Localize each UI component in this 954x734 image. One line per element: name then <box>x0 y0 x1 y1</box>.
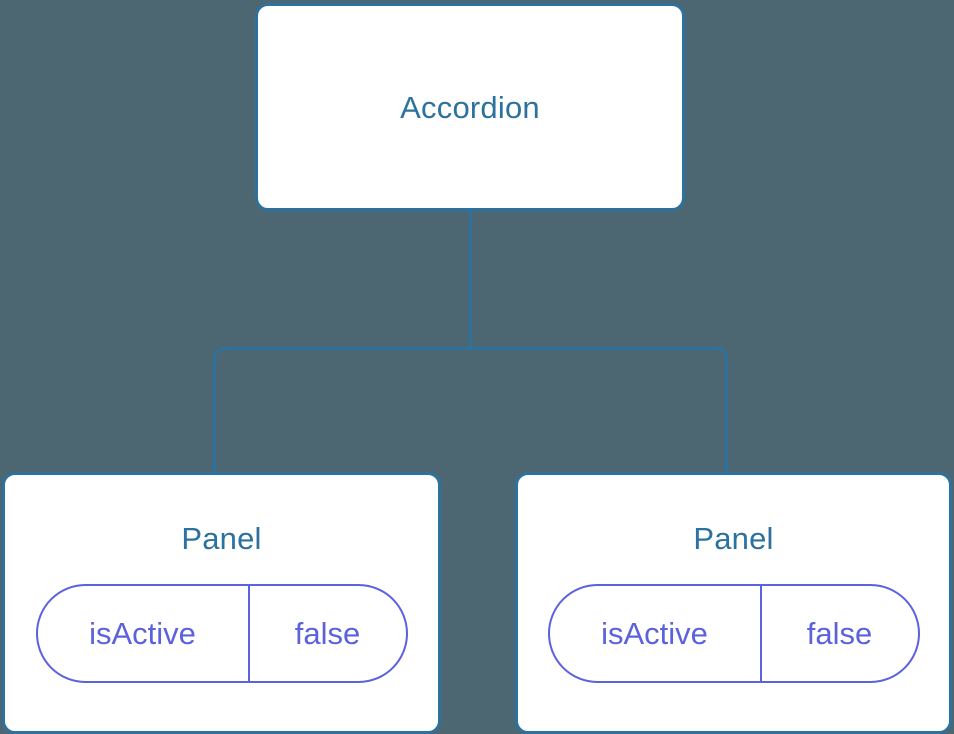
node-panel-0[interactable]: Panel isActive false <box>2 472 441 734</box>
node-panel-1-title: Panel <box>693 521 774 556</box>
node-panel-1-state-badge[interactable]: isActive false <box>547 584 920 683</box>
edge-to-panel-1 <box>470 347 728 474</box>
node-panel-1-state-value: false <box>806 616 873 651</box>
edge-to-panel-0 <box>213 347 471 474</box>
node-panel-0-state-key: isActive <box>38 586 250 681</box>
node-accordion-title: Accordion <box>400 89 540 125</box>
node-panel-0-state-badge[interactable]: isActive false <box>35 584 408 683</box>
node-panel-0-title: Panel <box>181 521 262 556</box>
node-panel-1[interactable]: Panel isActive false <box>515 472 952 734</box>
node-accordion[interactable]: Accordion <box>255 3 685 211</box>
node-panel-1-state-key: isActive <box>550 586 762 681</box>
node-panel-0-state-value: false <box>294 616 361 651</box>
